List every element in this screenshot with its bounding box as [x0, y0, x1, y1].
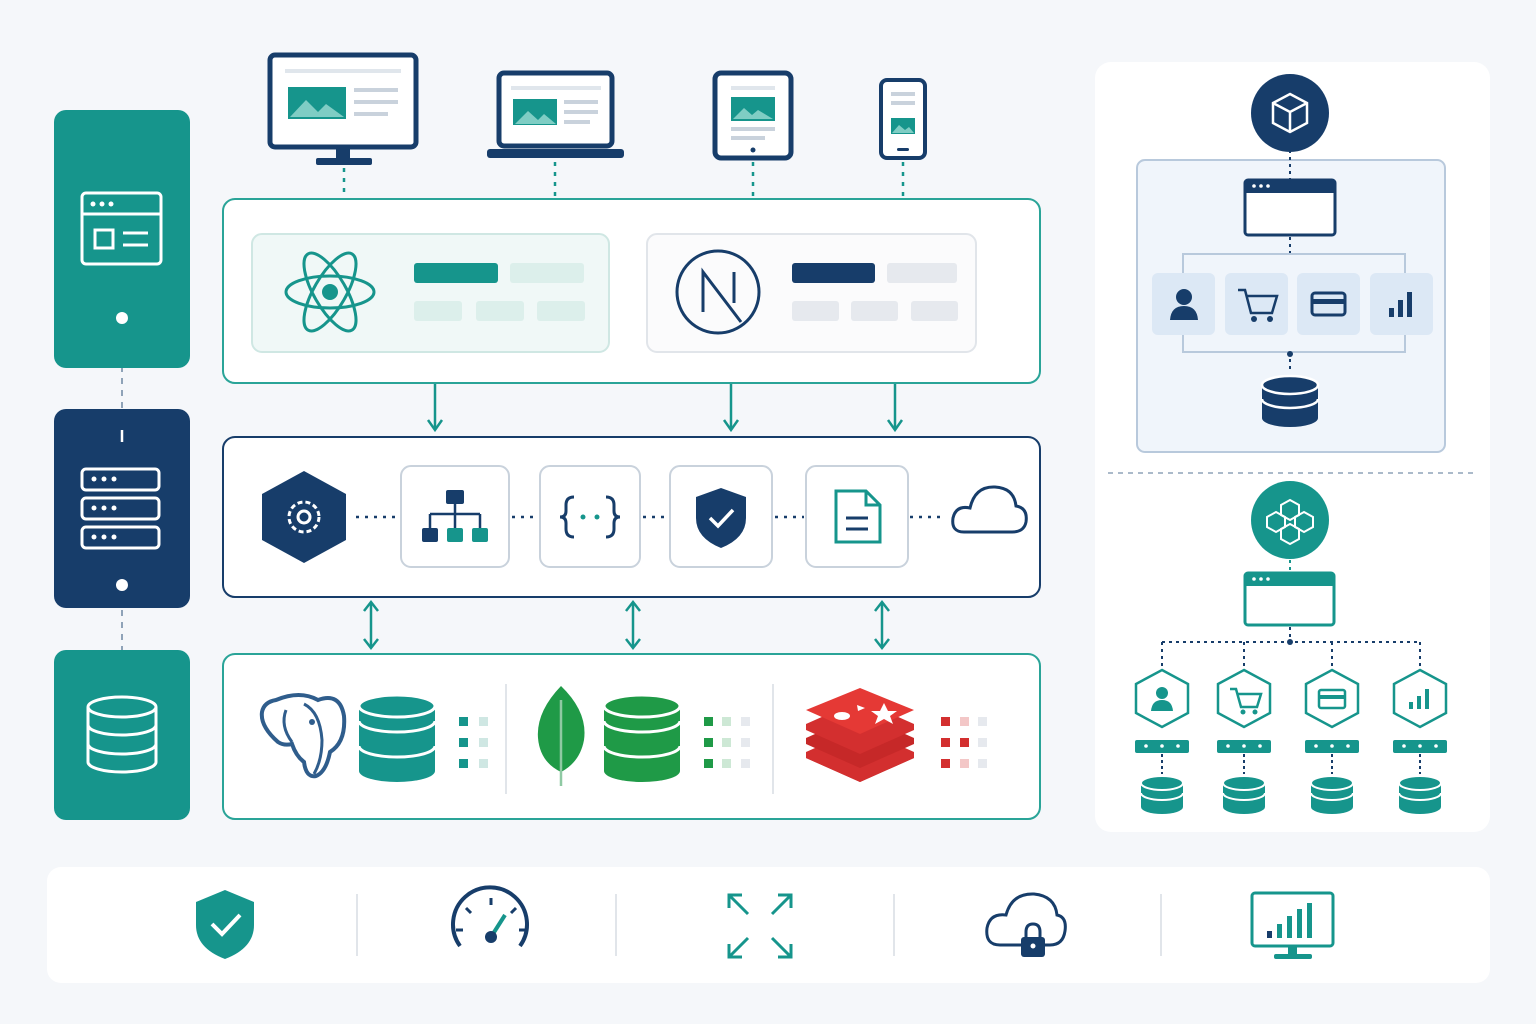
database-panel	[222, 653, 1041, 820]
client-devices	[267, 52, 927, 165]
org-chart-icon	[400, 465, 510, 568]
frontend-panel	[222, 198, 1041, 384]
frontend-layer-tile	[54, 110, 190, 368]
monolith-database-icon	[1260, 374, 1320, 427]
nextjs-logo-icon	[675, 249, 761, 335]
react-card	[251, 233, 610, 353]
microservice-analytics	[1392, 668, 1448, 814]
redis-status-dots	[941, 717, 987, 768]
cloud-lock-icon	[985, 892, 1067, 957]
microservices-architecture	[1134, 481, 1448, 814]
monolith-module-payment	[1297, 273, 1360, 335]
server-rack-icon	[80, 467, 161, 550]
mongo-status-dots	[704, 717, 750, 768]
scalability-arrows-icon	[727, 893, 793, 959]
postgresql-elephant-icon	[259, 693, 347, 779]
microservice-payment	[1304, 668, 1360, 814]
browser-window-icon	[80, 191, 163, 266]
mongo-database-stack	[602, 693, 682, 782]
architecture-comparison-panel	[1095, 62, 1490, 832]
mongodb-leaf-icon	[537, 686, 585, 786]
redis-stack-icon	[806, 688, 914, 782]
settings-hexagon-icon	[262, 471, 346, 563]
security-check-shield-icon	[196, 890, 254, 959]
document-icon	[805, 465, 909, 568]
postgres-database-stack	[357, 693, 437, 782]
microservice-user	[1134, 668, 1190, 814]
security-shield-icon	[669, 465, 773, 568]
database-layer-tile	[54, 650, 190, 820]
laptop-icon	[487, 70, 624, 158]
microservice-cart	[1216, 668, 1272, 814]
speedometer-icon	[451, 885, 529, 948]
frontend-backend-arrows	[426, 384, 904, 433]
monolith-module-analytics	[1370, 273, 1433, 335]
cube-icon	[1251, 74, 1329, 152]
hexagon-cluster-icon	[1251, 481, 1329, 559]
features-bar	[47, 867, 1490, 983]
database-icon	[86, 695, 158, 774]
gateway-window-icon	[1243, 571, 1336, 627]
backend-panel	[222, 436, 1041, 598]
monolith-module-user	[1152, 273, 1215, 335]
react-logo-icon	[284, 251, 376, 333]
desktop-monitor-icon	[267, 52, 419, 165]
backend-database-arrows	[363, 599, 890, 651]
monolith-window-icon	[1243, 178, 1337, 237]
api-braces-icon	[539, 465, 641, 568]
monitoring-display-icon	[1250, 891, 1335, 959]
smartphone-icon	[879, 78, 927, 160]
monolith-architecture	[1136, 74, 1446, 453]
nextjs-card	[646, 233, 977, 353]
monolith-module-cart	[1225, 273, 1288, 335]
tablet-icon	[712, 70, 794, 161]
backend-layer-tile	[54, 409, 190, 608]
postgres-status-dots	[459, 717, 488, 768]
cloud-icon	[951, 485, 1028, 534]
